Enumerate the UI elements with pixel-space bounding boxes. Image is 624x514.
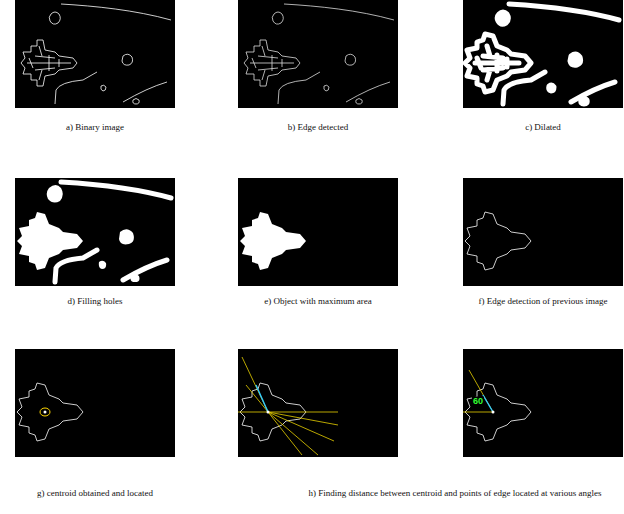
panel-caption: a) Binary image [66, 123, 124, 132]
panel-caption: g) centroid obtained and located [37, 489, 153, 498]
panel-caption: c) Dilated [525, 123, 561, 132]
panel-caption: f) Edge detection of previous image [478, 297, 607, 306]
panel-caption: h) Finding distance between centroid and… [309, 489, 602, 498]
panel-caption: b) Edge detected [288, 123, 348, 132]
angle-label: 60 [472, 397, 484, 406]
panel-caption: d) Filling holes [67, 297, 122, 306]
panel-caption: e) Object with maximum area [264, 297, 371, 306]
